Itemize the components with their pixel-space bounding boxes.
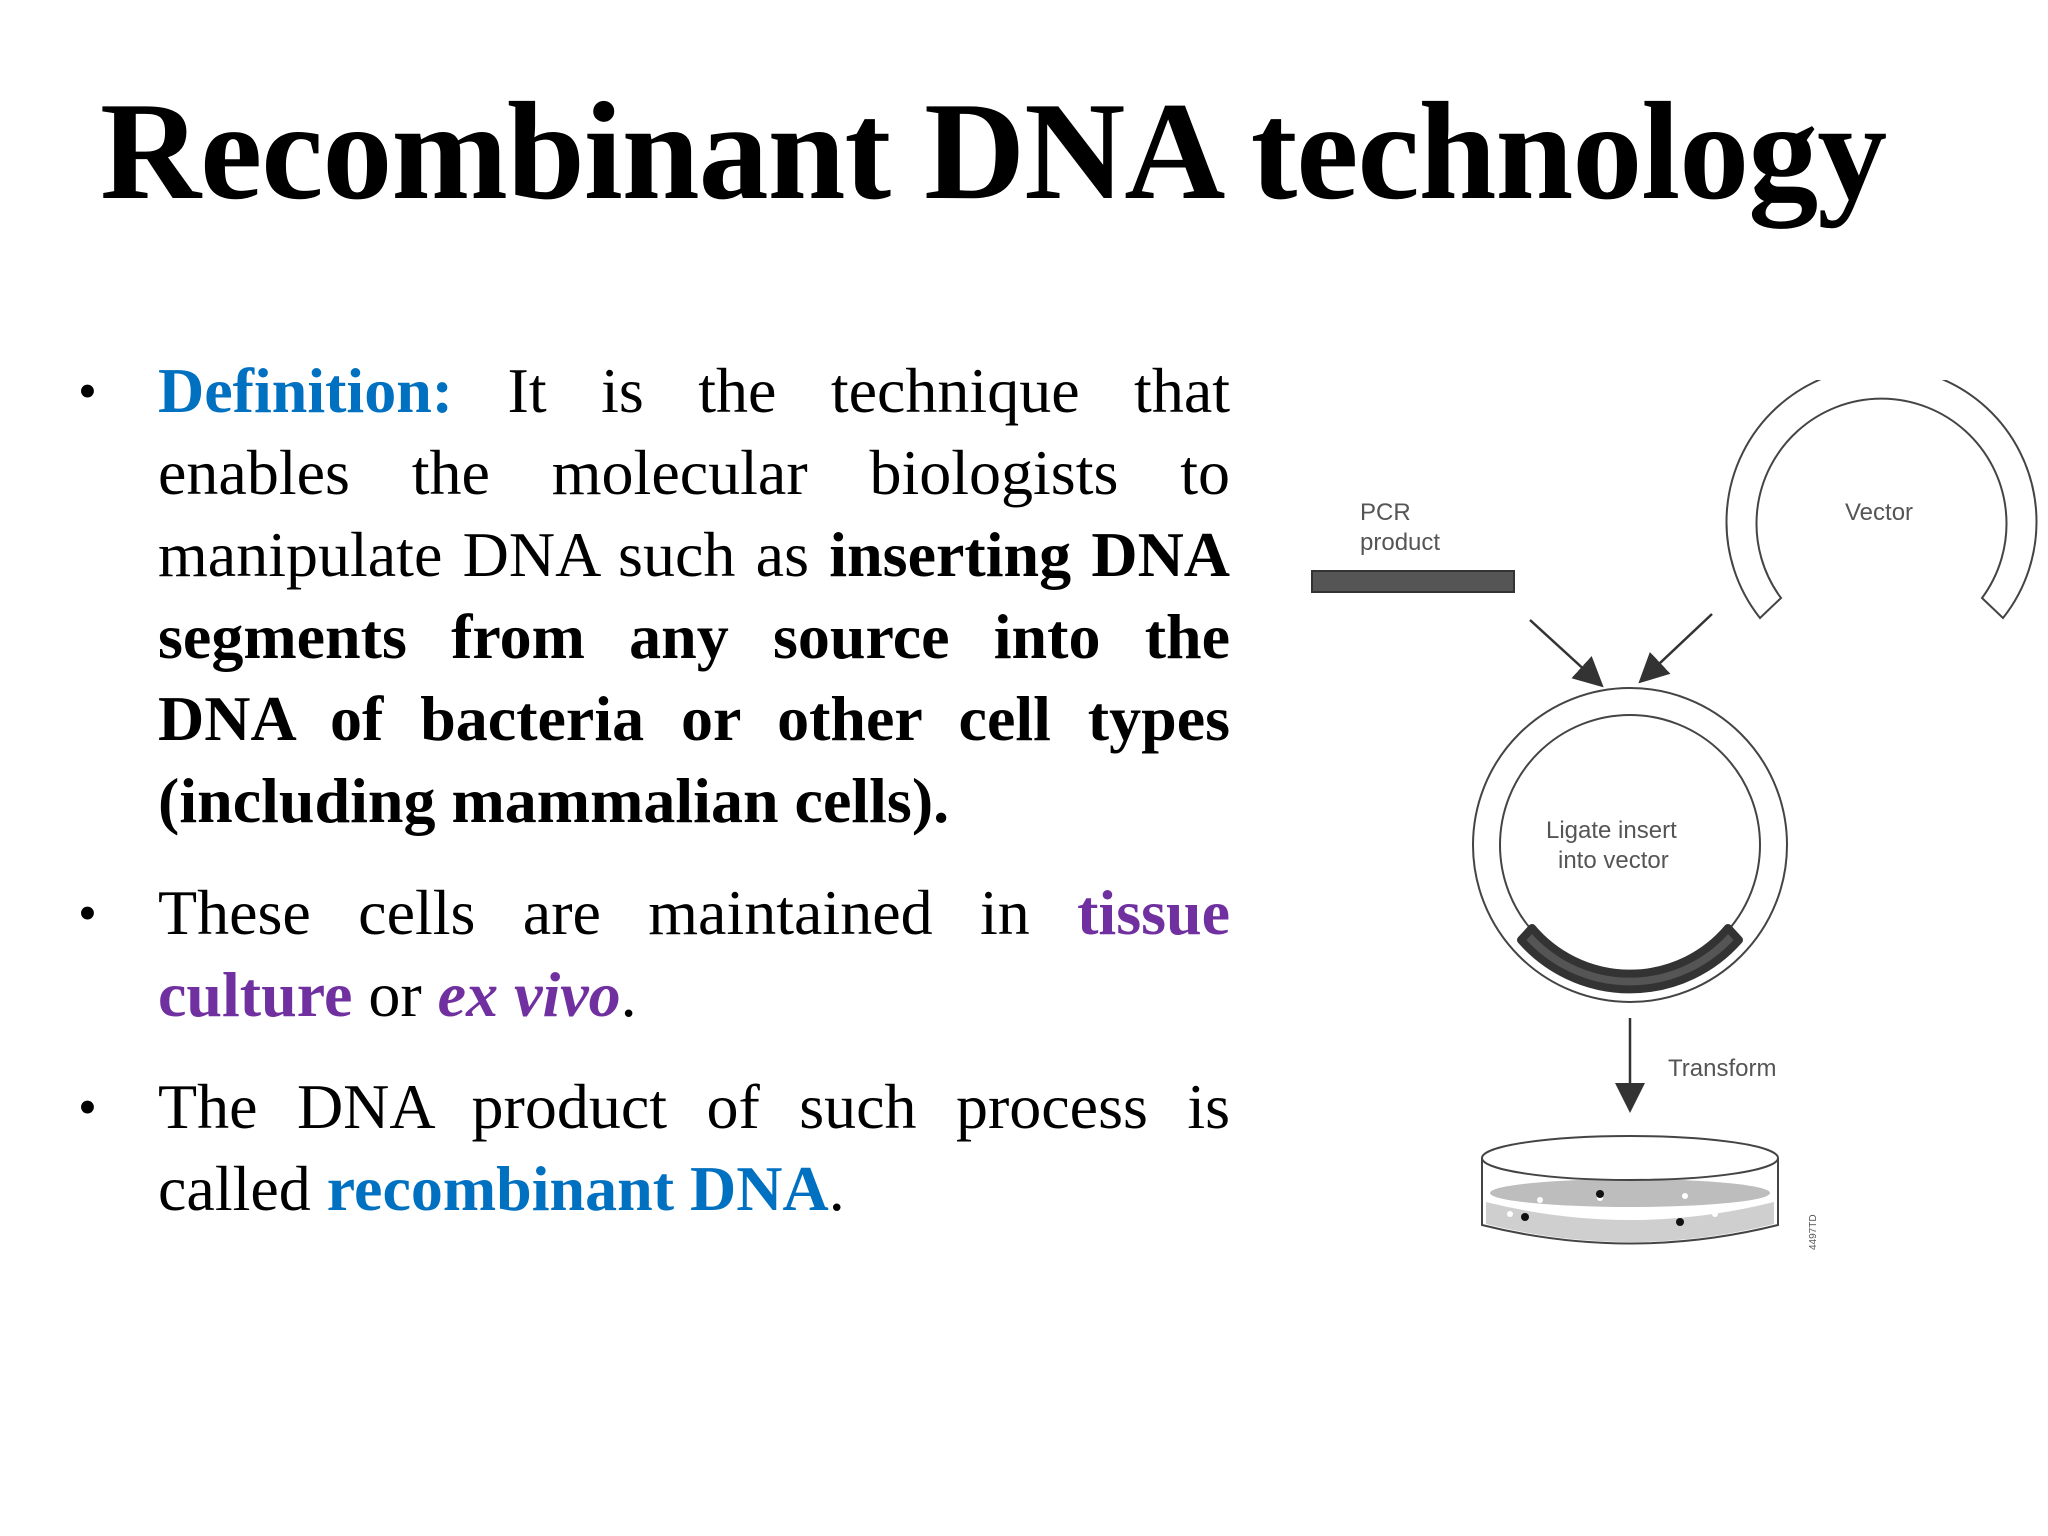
transform-label: Transform — [1668, 1055, 1776, 1082]
bullet-marker: • — [78, 883, 97, 943]
arrow-vector — [1638, 613, 1713, 684]
ex-vivo-term: ex vivo — [437, 959, 621, 1030]
tissue-culture-term: tissue culture — [158, 877, 1230, 1030]
petri-dish — [1481, 1135, 1779, 1245]
recombinant-dna-diagram: PCR product Vector Ligate insert into ve… — [1311, 380, 2038, 1250]
tissue-text-before: These cells are maintained in — [158, 877, 1078, 948]
recombinant-text-after: . — [828, 1153, 845, 1224]
definition-intro: It is the technique that enables the mol… — [158, 355, 1230, 590]
pcr-label-line2: product — [1360, 529, 1440, 556]
bullet-marker: • — [78, 1077, 97, 1137]
colony-dot — [1521, 1213, 1529, 1221]
bullet-tissue-culture: • These cells are maintained in tissue c… — [70, 872, 1230, 1036]
ligate-label-line1: Ligate insert — [1546, 817, 1677, 844]
vector-label: Vector — [1845, 499, 1913, 526]
ligate-label-line2: into vector — [1558, 847, 1669, 874]
arrow-pcr — [1529, 619, 1604, 688]
pcr-product-bar — [1311, 570, 1515, 593]
definition-label: Definition: — [158, 355, 454, 426]
recombinant-text-before: The DNA product of such process is calle… — [158, 1071, 1230, 1224]
colony-dot — [1676, 1218, 1684, 1226]
bullet-definition: • Definition: It is the technique that e… — [70, 350, 1230, 842]
colony-dot — [1596, 1190, 1604, 1198]
bullet-list: • Definition: It is the technique that e… — [70, 350, 1230, 1260]
bullet-marker: • — [78, 361, 97, 421]
bullet-recombinant-dna: • The DNA product of such process is cal… — [70, 1066, 1230, 1230]
tissue-text-middle: or — [352, 959, 438, 1030]
recombinant-dna-term: recombinant DNA — [326, 1153, 829, 1224]
figure-code: 4497TD — [1808, 1214, 1819, 1250]
tissue-text-after: . — [620, 959, 637, 1030]
slide-title: Recombinant DNA technology — [100, 74, 1887, 229]
vector-ring — [1725, 380, 2038, 620]
definition-emphasis: inserting DNA segments from any source i… — [158, 519, 1231, 836]
pcr-label-line1: PCR — [1360, 499, 1411, 526]
inserted-segment — [1517, 924, 1743, 994]
